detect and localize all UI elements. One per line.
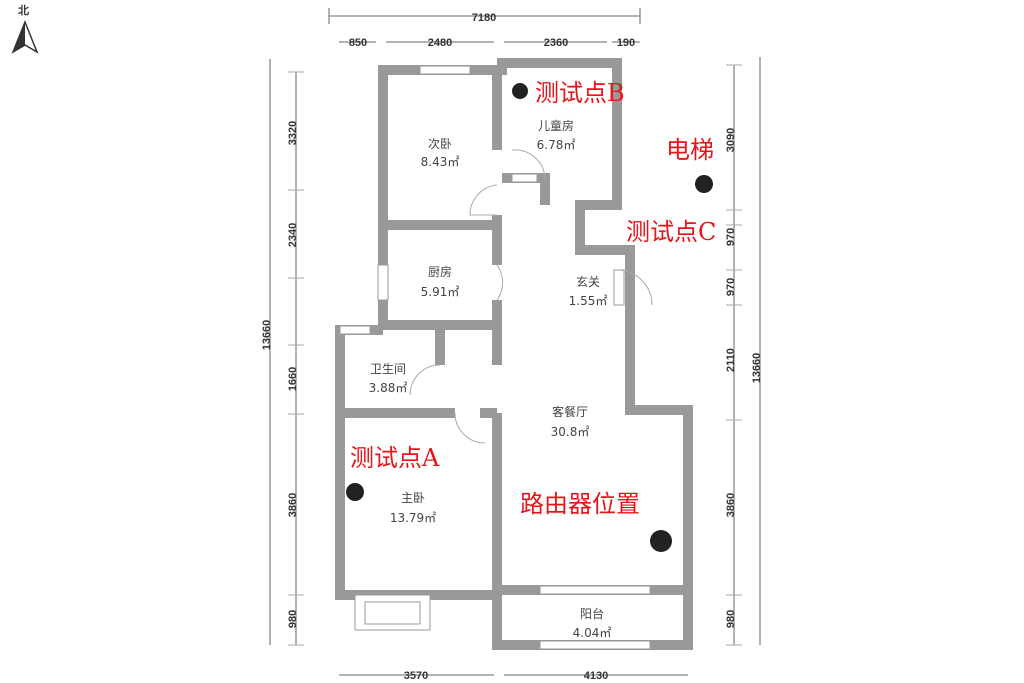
dim-right-total: 13660 [751,353,763,384]
room-name-kids-room: 儿童房 [538,118,574,133]
room-area-balcony: 4.04㎡ [573,626,612,640]
doors [409,149,653,444]
label-router-position: 路由器位置 [520,490,640,518]
label-elevator: 电梯 [666,136,714,164]
test-point-b-marker [512,83,528,99]
label-test-point-a: 测试点A [350,444,440,472]
room-area-kitchen: 5.91㎡ [421,285,460,299]
test-point-c-marker [695,175,713,193]
test-point-a-marker [346,483,364,501]
dim-top-total: 7180 [472,12,496,24]
dim-top-2: 2480 [428,37,452,49]
dim-left-2: 2340 [287,223,299,247]
room-area-master-bedroom: 13.79㎡ [390,511,436,525]
room-name-balcony: 阳台 [580,606,604,621]
room-name-living-dining: 客餐厅 [552,404,588,419]
room-area-kids-room: 6.78㎡ [537,138,576,152]
dimension-lines [269,8,761,676]
room-name-kitchen: 厨房 [428,264,452,279]
dim-left-5: 980 [287,610,299,628]
dim-right-5: 3860 [725,493,737,517]
dim-left-4: 3860 [287,493,299,517]
router-marker [650,530,672,552]
dim-top-4: 190 [617,37,635,49]
dim-left-3: 1660 [287,367,299,391]
windows [339,65,651,650]
dim-top-3: 2360 [544,37,568,49]
dim-bottom-1: 3570 [404,670,428,682]
dim-right-3: 970 [725,278,737,296]
dim-right-4: 2110 [725,348,737,372]
dim-left-1: 3320 [287,121,299,145]
north-arrow-icon [11,19,39,54]
dim-left-total: 13660 [261,320,273,351]
dim-right-2: 970 [725,228,737,246]
dim-right-6: 980 [725,610,737,628]
room-area-foyer: 1.55㎡ [569,294,608,308]
label-test-point-b: 测试点B [535,79,625,107]
room-name-foyer: 玄关 [576,274,600,289]
room-area-living-dining: 30.8㎡ [551,425,590,439]
room-name-second-bedroom: 次卧 [428,137,452,151]
room-area-bathroom: 3.88㎡ [369,381,408,395]
dim-right-1: 3090 [725,128,737,152]
dim-bottom-2: 4130 [584,670,608,682]
room-area-second-bedroom: 8.43㎡ [421,155,460,169]
label-test-point-c: 测试点C [626,218,716,246]
room-name-bathroom: 卫生间 [370,362,406,376]
compass-label: 北 [18,3,29,17]
dimension-ticks [288,64,742,646]
dim-top-1: 850 [349,37,367,49]
walls [335,58,693,650]
room-name-master-bedroom: 主卧 [401,491,425,505]
